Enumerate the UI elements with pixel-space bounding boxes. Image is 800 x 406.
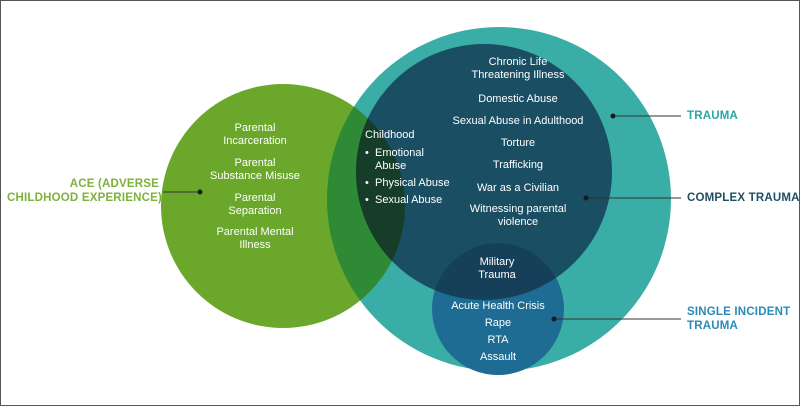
ace-item-text: Parental — [234, 122, 276, 134]
overlap-item-emotional-abuse: Emotional Abuse — [365, 147, 450, 173]
complex-item-domestic-abuse: Domestic Abuse — [448, 93, 588, 106]
ace-item-substance-misuse: Parental Substance Misuse — [205, 157, 305, 183]
complex-item-text: Threatening Illness — [471, 69, 565, 81]
ace-label-line-2: CHILDHOOD EXPERIENCE) — [7, 192, 162, 204]
complex-item-torture: Torture — [448, 137, 588, 150]
single-item-acute-health-crisis: Acute Health Crisis — [451, 300, 545, 312]
ace-item-text: Substance Misuse — [210, 170, 300, 182]
ace-item-separation: Parental Separation — [205, 192, 305, 218]
single-connector-dot — [551, 316, 557, 322]
single-incident-label-line-1: SINGLE INCIDENT — [687, 306, 791, 318]
military-trauma-text: Military — [479, 256, 515, 268]
complex-item-witnessing-violence: Witnessing parental violence — [448, 203, 588, 229]
complex-item-text: Domestic Abuse — [478, 93, 558, 105]
overlap-item-sexual-abuse: Sexual Abuse — [365, 194, 450, 207]
complex-item-trafficking: Trafficking — [448, 159, 588, 172]
complex-item-text: violence — [497, 216, 539, 228]
overlap-item-physical-abuse: Physical Abuse — [365, 177, 450, 190]
single-item-rta: RTA — [487, 334, 509, 346]
complex-item-text: War as a Civilian — [476, 182, 560, 194]
ace-item-incarceration: Parental Incarceration — [205, 122, 305, 148]
complex-connector-dot — [583, 195, 589, 201]
overlap-item-text: Sexual Abuse — [375, 194, 443, 206]
ace-item-text: Parental — [234, 192, 276, 204]
ace-item-text: Separation — [228, 205, 282, 217]
ace-trauma-overlap — [327, 84, 405, 328]
overlap-list: Emotional Abuse Physical Abuse Sexual Ab… — [365, 147, 450, 211]
ace-item-text: Incarceration — [223, 135, 287, 147]
ace-item-text: Parental — [234, 157, 276, 169]
overlap-item-text: Abuse — [375, 160, 407, 172]
military-trauma-text: Trauma — [478, 269, 516, 281]
complex-trauma-circle — [356, 44, 612, 300]
complex-item-text: Chronic Life — [488, 56, 548, 68]
ace-connector-dot — [197, 189, 203, 195]
complex-item-sexual-abuse-adulthood: Sexual Abuse in Adulthood — [433, 115, 603, 128]
ace-item-text: Illness — [239, 239, 271, 251]
ace-label-line-1: ACE (ADVERSE — [69, 178, 159, 190]
complex-item-text: Witnessing parental — [469, 203, 567, 215]
complex-trauma-label: COMPLEX TRAUMA — [687, 192, 800, 204]
single-incident-label-line-2: TRAUMA — [687, 320, 739, 332]
trauma-label: TRAUMA — [687, 110, 739, 122]
single-item-assault: Assault — [479, 351, 517, 363]
overlap-item-text: Emotional — [375, 147, 424, 159]
ace-label: ACE (ADVERSE CHILDHOOD EXPERIENCE) — [7, 177, 162, 205]
military-trauma: Military Trauma — [457, 256, 537, 282]
single-incident-label: SINGLE INCIDENT TRAUMA — [687, 305, 790, 333]
complex-item-text: Trafficking — [492, 159, 544, 171]
complex-item-text: Sexual Abuse in Adulthood — [452, 115, 584, 127]
complex-item-text: Torture — [500, 137, 536, 149]
complex-item-chronic-illness: Chronic Life Threatening Illness — [448, 56, 588, 82]
complex-item-war-civilian: War as a Civilian — [448, 182, 588, 195]
overlap-item-text: Physical Abuse — [375, 177, 450, 189]
single-item-rape: Rape — [484, 317, 512, 329]
ace-item-text: Parental Mental — [216, 226, 294, 238]
trauma-connector-dot — [610, 113, 616, 119]
overlap-heading: Childhood — [365, 129, 415, 141]
ace-item-mental-illness: Parental Mental Illness — [205, 226, 305, 252]
